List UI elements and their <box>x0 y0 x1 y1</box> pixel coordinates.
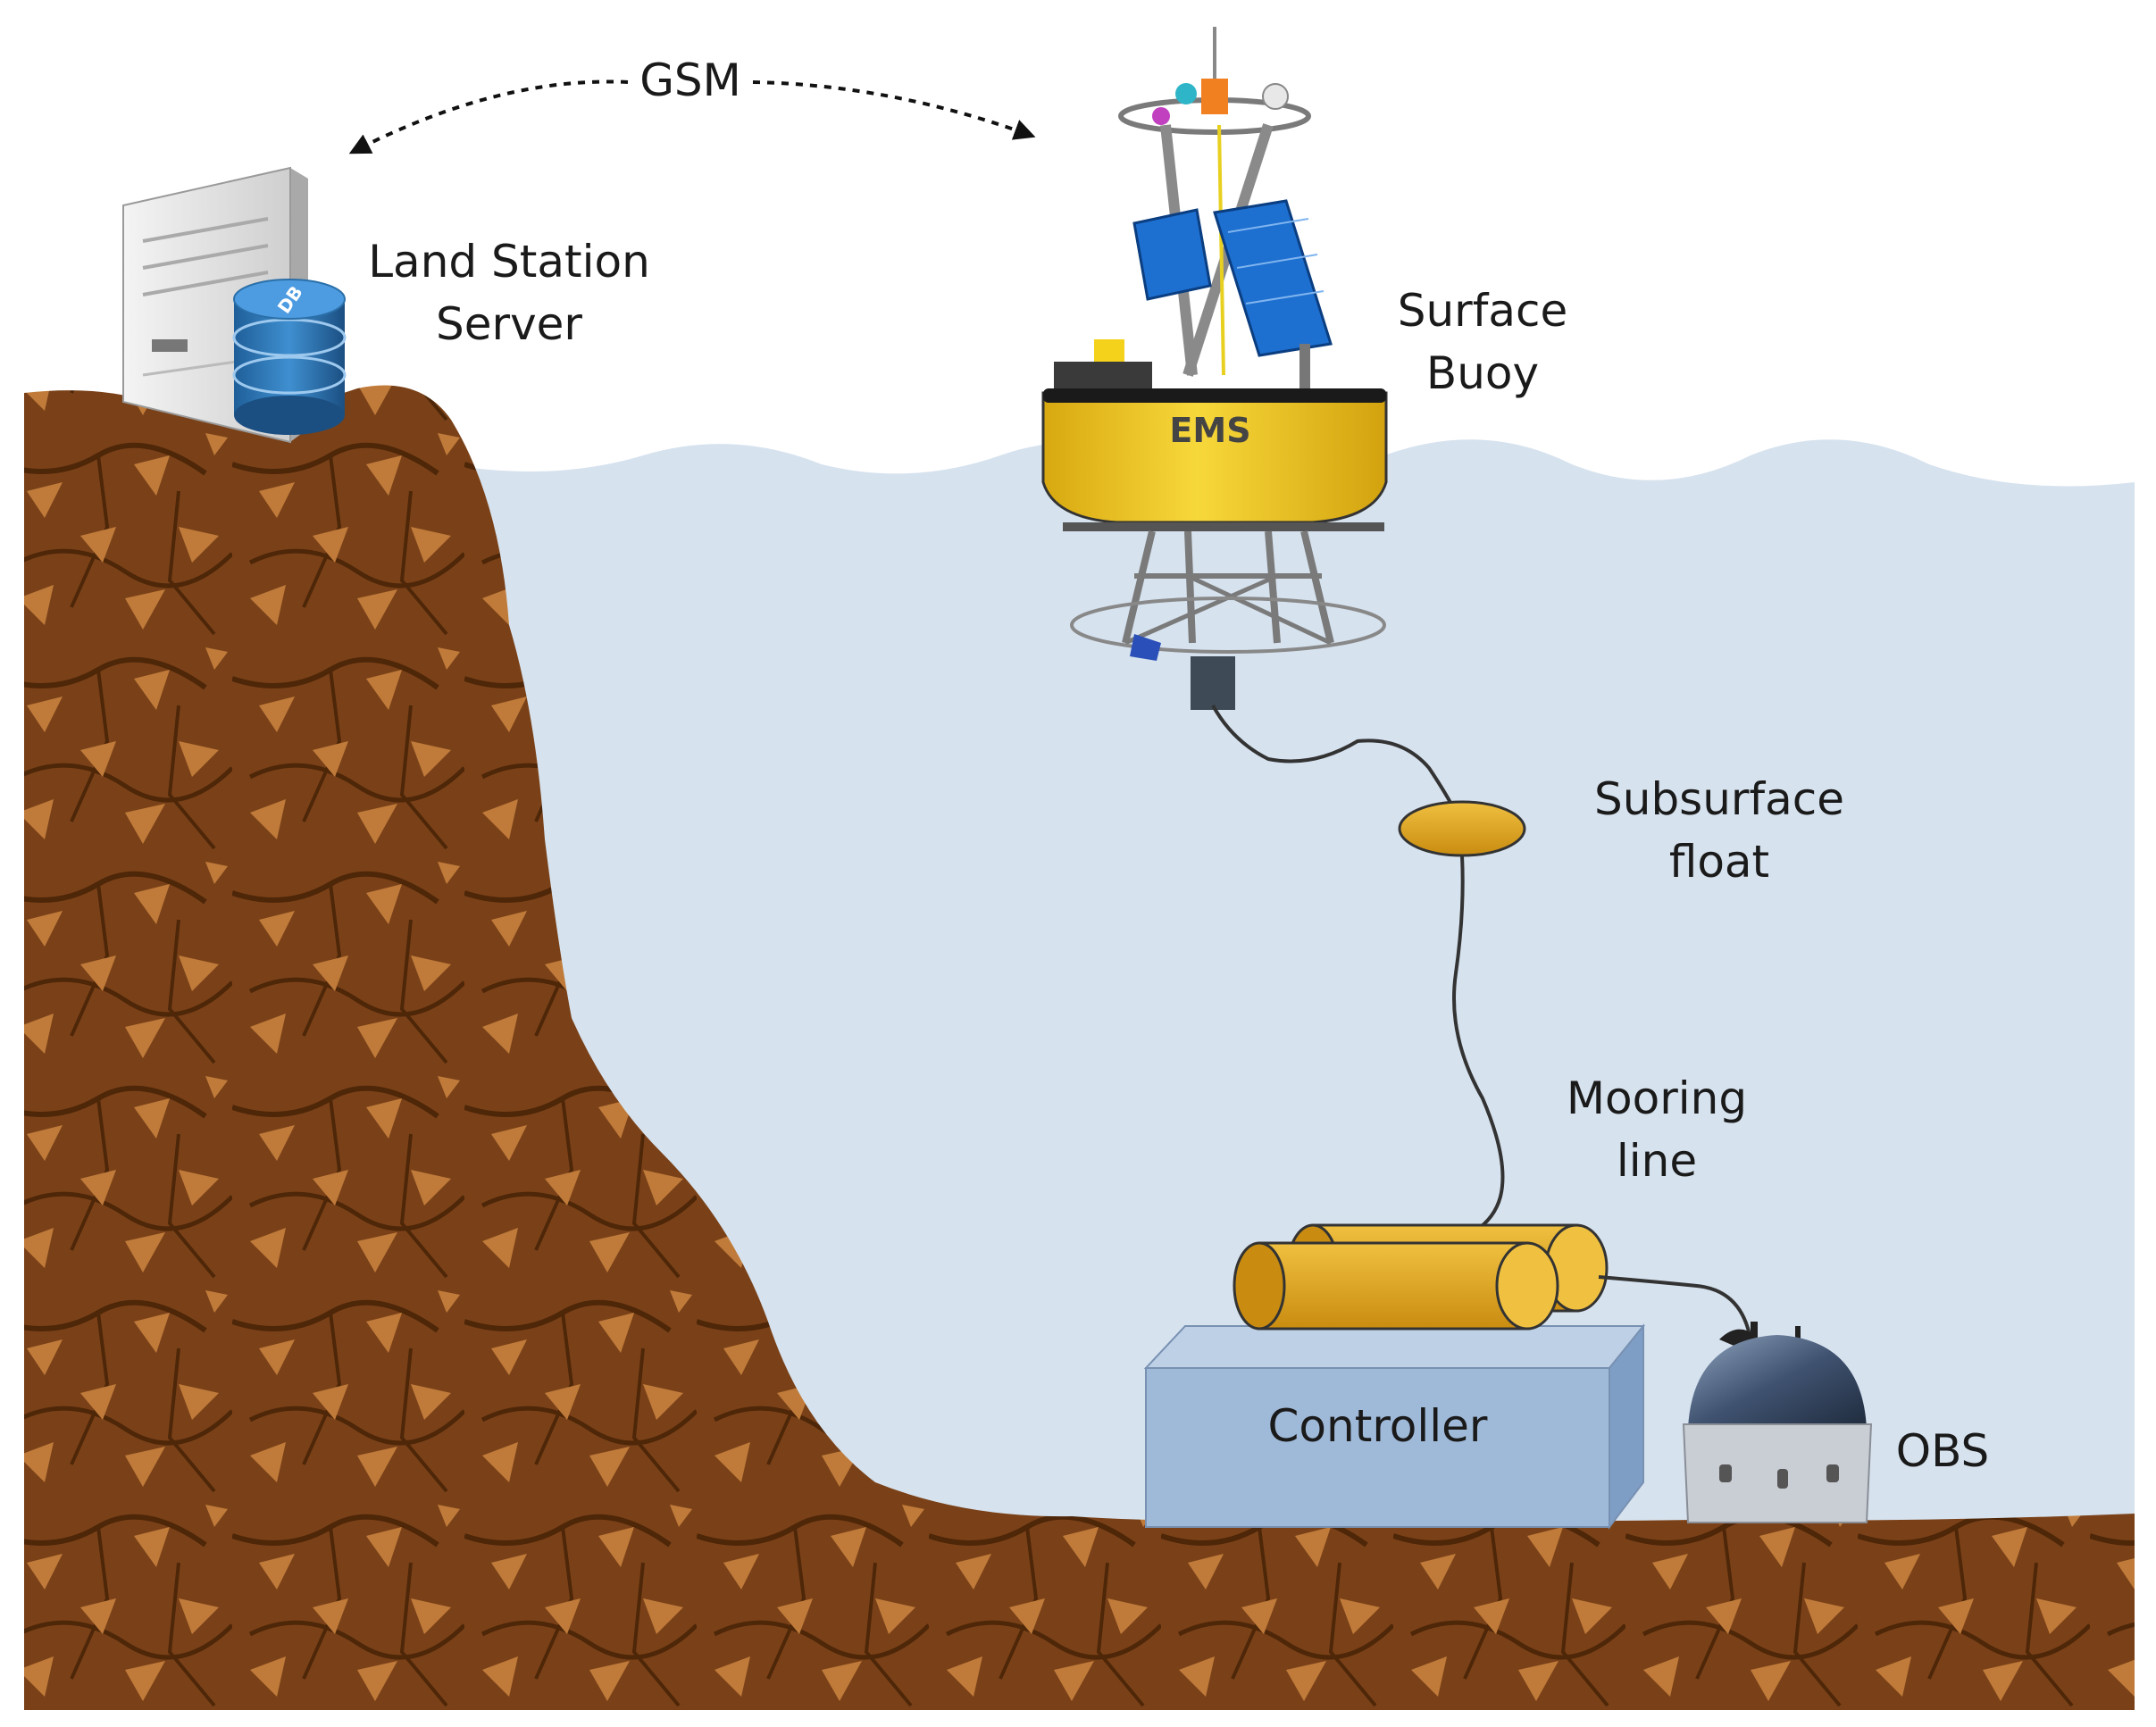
database-icon: DB <box>232 279 347 435</box>
gsm-link-left-arrow <box>348 79 629 154</box>
mooring-line-label-line2: line <box>1616 1135 1698 1187</box>
mooring-line-label-line1: Mooring <box>1566 1072 1748 1124</box>
controller-label: Controller <box>1267 1400 1488 1452</box>
controller-box <box>1143 1323 1646 1530</box>
cliff-and-seabed <box>24 385 2135 1710</box>
mooring-line-label: Mooring line <box>1545 1067 1768 1192</box>
surface-buoy-label-line1: Surface <box>1397 285 1568 337</box>
land-station-server-label: Land Station Server <box>348 230 670 355</box>
obs-sphere-icon <box>1682 1322 1873 1523</box>
subsurface-float-label: Subsurface float <box>1581 768 1858 893</box>
mooring-line-cable <box>1452 855 1505 1239</box>
solar-panel-left <box>1132 208 1212 301</box>
gsm-link-right-arrow <box>752 80 1036 140</box>
controller-floats <box>1233 1223 1609 1331</box>
sea-water <box>447 439 2135 1537</box>
solar-panel-right <box>1213 199 1333 357</box>
gsm-label: GSM <box>639 54 741 106</box>
surface-buoy-label-line2: Buoy <box>1425 347 1540 399</box>
buoy-brand-label: EMS <box>1169 411 1250 450</box>
surface-buoy-label: Surface Buoy <box>1375 279 1590 405</box>
subsurface-float-shape <box>1398 800 1526 857</box>
subsurface-float-label-line2: float <box>1668 836 1770 888</box>
subsurface-float-label-line1: Subsurface <box>1594 773 1844 825</box>
land-station-label-line2: Server <box>436 298 582 350</box>
surface-buoy: EMS <box>1041 27 1388 710</box>
land-station-label-line1: Land Station <box>368 236 650 288</box>
buoy-tether-cable <box>1211 705 1458 813</box>
obs-label: OBS <box>1895 1425 1990 1477</box>
obs-cable <box>1598 1275 1752 1340</box>
